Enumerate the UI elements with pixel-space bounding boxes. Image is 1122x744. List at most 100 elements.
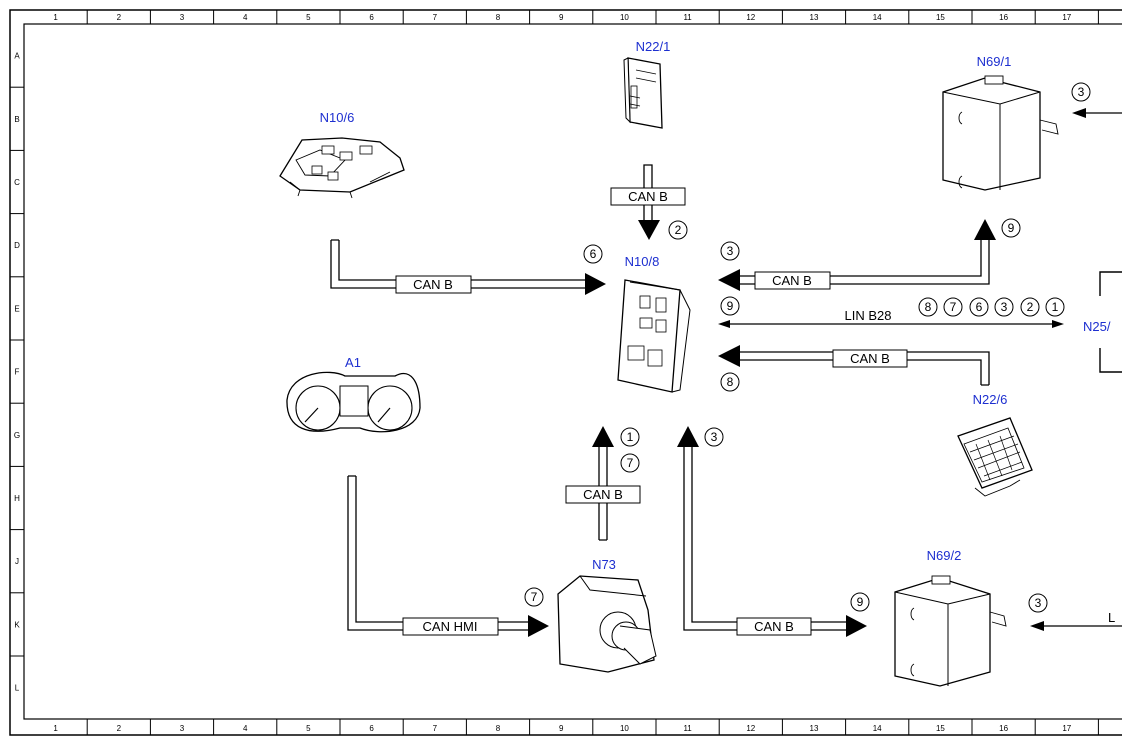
- column-label: 10: [620, 724, 629, 733]
- callout-3-bottom: 3: [1028, 593, 1048, 613]
- bus-label-can-b-left: CAN B: [413, 277, 453, 292]
- callout-lin-8: 8: [918, 297, 938, 317]
- bus-label-lin-b28: LIN B28: [845, 308, 892, 323]
- bus-label-can-b-bottom: CAN B: [754, 619, 794, 634]
- bus-n69-1-input: [1072, 108, 1122, 118]
- svg-text:9: 9: [727, 299, 734, 313]
- svg-text:3: 3: [1078, 85, 1085, 99]
- module-n22-6: N22/6: [957, 392, 1033, 497]
- module-n25: N25/: [1083, 271, 1122, 373]
- column-label: 9: [559, 13, 564, 22]
- module-n73: N73: [557, 557, 657, 673]
- row-label: A: [14, 52, 20, 61]
- bus-can-hmi: CAN HMI: [347, 475, 549, 637]
- callout-3-n69-1: 3: [1071, 82, 1091, 102]
- callout-lin-2: 2: [1020, 297, 1040, 317]
- module-n10-6: N10/6: [279, 110, 405, 199]
- svg-text:7: 7: [950, 300, 957, 314]
- callout-7-center: 7: [620, 453, 640, 473]
- row-label: F: [15, 368, 20, 377]
- svg-text:3: 3: [1001, 300, 1008, 314]
- column-label: 14: [873, 13, 882, 22]
- bus-can-b-center: CAN B: [565, 426, 641, 541]
- column-label: 7: [433, 13, 438, 22]
- column-label: 13: [810, 724, 819, 733]
- column-label: 3: [180, 13, 185, 22]
- svg-text:1: 1: [1052, 300, 1059, 314]
- bus-label-can-b-right-upper: CAN B: [772, 273, 812, 288]
- bus-can-b-left: CAN B: [330, 239, 606, 295]
- column-label: 1: [53, 13, 58, 22]
- callout-2: 2: [668, 220, 688, 240]
- column-label: 9: [559, 724, 564, 733]
- column-label: 2: [117, 724, 122, 733]
- column-label: 8: [496, 724, 501, 733]
- column-label: 13: [810, 13, 819, 22]
- module-n69-1: N69/1: [942, 54, 1059, 191]
- label-a1: A1: [345, 355, 361, 370]
- module-n69-2: N69/2: [894, 548, 1007, 687]
- column-label: 5: [306, 13, 311, 22]
- column-label: 2: [117, 13, 122, 22]
- svg-text:3: 3: [727, 244, 734, 258]
- svg-text:7: 7: [627, 456, 634, 470]
- callout-9-n69-1: 9: [1001, 218, 1021, 238]
- row-label: L: [15, 684, 20, 693]
- callout-3-center: 3: [704, 427, 724, 447]
- bus-label-can-b-top: CAN B: [628, 189, 668, 204]
- svg-text:3: 3: [1035, 596, 1042, 610]
- bus-can-b-right-upper: CAN B: [718, 219, 996, 291]
- svg-text:9: 9: [857, 595, 864, 609]
- label-n10-6: N10/6: [320, 110, 355, 125]
- bus-label-can-b-center: CAN B: [583, 487, 623, 502]
- callout-8: 8: [720, 372, 740, 392]
- label-n73: N73: [592, 557, 616, 572]
- module-n22-1: N22/1: [623, 39, 671, 129]
- callout-6: 6: [583, 244, 603, 264]
- svg-text:6: 6: [976, 300, 983, 314]
- column-label: 10: [620, 13, 629, 22]
- module-n10-8: N10/8: [617, 254, 691, 393]
- row-label: K: [14, 620, 20, 629]
- column-label: 6: [369, 13, 374, 22]
- column-label: 4: [243, 724, 248, 733]
- callout-3-upper: 3: [720, 241, 740, 261]
- label-n22-1: N22/1: [636, 39, 671, 54]
- row-label: H: [14, 494, 20, 503]
- drawing-frame: 1122334455667788991010111112121313141415…: [9, 9, 1122, 736]
- column-label: 12: [746, 13, 755, 22]
- callouts: 2 6 3 9 3 9 8 7 6 3 2 1 8 1 7 3 7 9 3: [524, 82, 1091, 613]
- column-label: 11: [683, 13, 692, 22]
- callout-7-hmi: 7: [524, 587, 544, 607]
- callout-lin-3: 3: [994, 297, 1014, 317]
- bus-label-can-b-right-lower: CAN B: [850, 351, 890, 366]
- svg-text:3: 3: [711, 430, 718, 444]
- module-a1: A1: [286, 355, 421, 433]
- svg-text:1: 1: [627, 430, 634, 444]
- callout-9-lin: 9: [720, 296, 740, 316]
- column-label: 7: [433, 724, 438, 733]
- label-n22-6: N22/6: [973, 392, 1008, 407]
- column-label: 8: [496, 13, 501, 22]
- row-label: C: [14, 178, 20, 187]
- column-label: 17: [1062, 724, 1071, 733]
- callout-9-bottom: 9: [850, 592, 870, 612]
- bus-can-b-bottom: CAN B: [677, 426, 867, 637]
- label-n10-8: N10/8: [625, 254, 660, 269]
- column-label: 1: [53, 724, 58, 733]
- row-label: G: [14, 431, 20, 440]
- row-label: J: [15, 557, 19, 566]
- column-label: 6: [369, 724, 374, 733]
- column-ticks: 1122334455667788991010111112121313141415…: [53, 10, 1099, 735]
- bus-lin-b28: LIN B28: [718, 308, 1064, 328]
- label-n69-2: N69/2: [927, 548, 962, 563]
- column-label: 12: [746, 724, 755, 733]
- svg-text:2: 2: [1027, 300, 1034, 314]
- svg-text:2: 2: [675, 223, 682, 237]
- callout-lin-6: 6: [969, 297, 989, 317]
- svg-text:6: 6: [590, 247, 597, 261]
- svg-text:7: 7: [531, 590, 538, 604]
- column-label: 14: [873, 724, 882, 733]
- bus-label-lin-partial: L: [1108, 610, 1115, 625]
